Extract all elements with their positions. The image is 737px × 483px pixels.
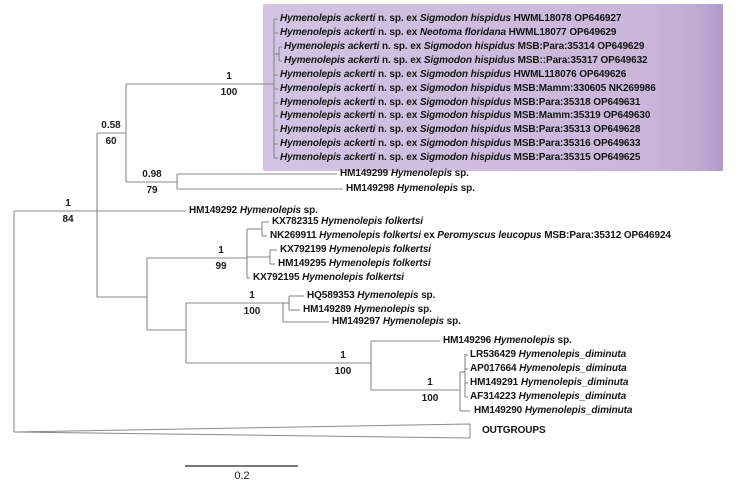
tip-label: HM149296 Hymenolepis sp. [443,335,572,347]
tip-label: Hymenolepis ackerti n. sp. ex Sigmodon h… [280,69,627,81]
tip-label: HM149297 Hymenolepis sp. [332,316,461,328]
tip-label: KX792195 Hymenolepis folkertsi [253,272,404,284]
tip-label: HQ589353 Hymenolepis sp. [307,290,436,302]
tip-label: OUTGROUPS [482,425,546,437]
tip-label: Hymenolepis ackerti n. sp. ex Sigmodon h… [280,83,656,95]
tip-label: Hymenolepis ackerti n. sp. ex Sigmodon h… [280,152,641,164]
tip-label: KX792199 Hymenolepis folkertsi [280,244,431,256]
tip-label: HM149290 Hymenolepis_diminuta [474,405,633,417]
tip-label: AF314223 Hymenolepis_diminuta [470,391,627,403]
tip-label: Hymenolepis ackerti n. sp. ex Neotoma fl… [280,27,617,39]
highlight-box [263,4,723,171]
tip-label: Hymenolepis ackerti n. sp. ex Sigmodon h… [284,41,645,53]
tip-label: HM149298 Hymenolepis sp. [346,183,475,195]
tip-label: Hymenolepis ackerti n. sp. ex Sigmodon h… [280,97,641,109]
tip-label: Hymenolepis ackerti n. sp. ex Sigmodon h… [284,55,648,67]
tip-label: Hymenolepis ackerti n. sp. ex Sigmodon h… [280,124,641,136]
outgroup-collapsed-clade-triangle [13,423,471,439]
tip-label: KX782315 Hymenolepis folkertsi [272,216,423,228]
tip-label: Hymenolepis ackerti n. sp. ex Sigmodon h… [280,110,651,122]
tip-label: Hymenolepis ackerti n. sp. ex Sigmodon h… [280,13,622,25]
tip-label: AP017664 Hymenolepis_diminuta [470,363,627,375]
tip-label: LR536429 Hymenolepis_diminuta [470,349,627,361]
tip-label: Hymenolepis ackerti n. sp. ex Sigmodon h… [280,138,641,150]
tip-label: HM149295 Hymenolepis folkertsi [278,258,431,270]
tip-label: NK269911 Hymenolepis folkertsi ex Peromy… [270,230,671,242]
tip-label: HM149292 Hymenolepis sp. [189,205,318,217]
scale-bar-label: 0.2 [234,470,250,482]
tip-label: HM149289 Hymenolepis sp. [303,304,432,316]
tip-label: HM149299 Hymenolepis sp. [340,168,469,180]
tree-branches [13,18,470,432]
tip-label: HM149291 Hymenolepis_diminuta [470,377,629,389]
